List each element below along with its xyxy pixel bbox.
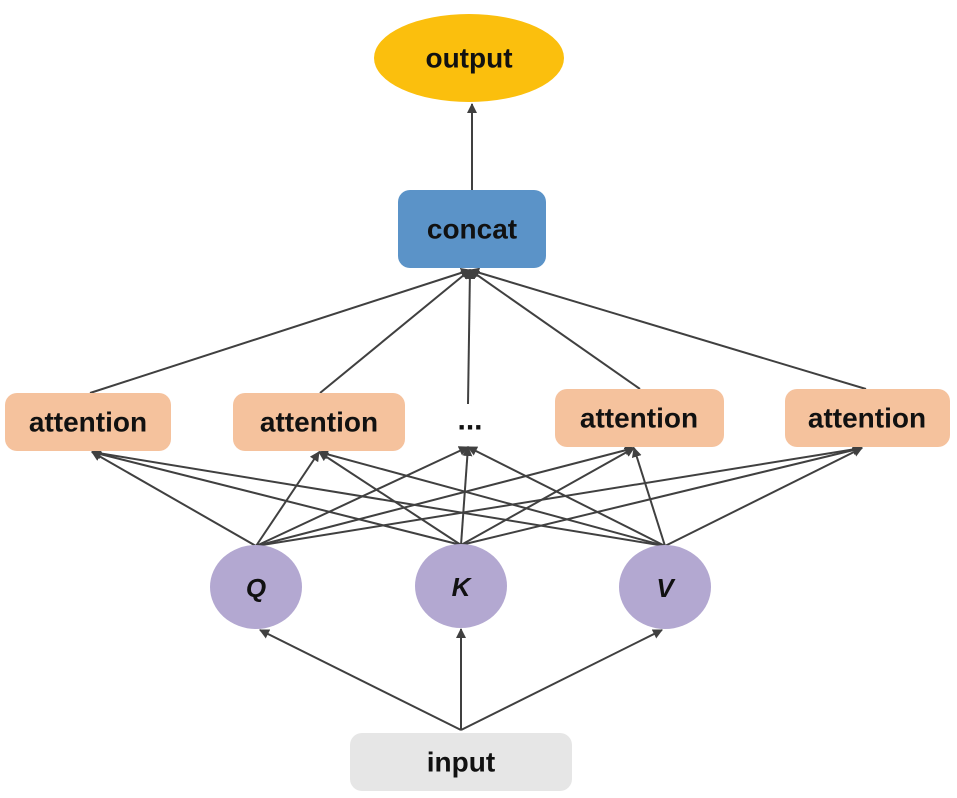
attention-head-label: attention: [260, 407, 378, 438]
input-label: input: [427, 747, 495, 778]
attention-head-2: attention: [233, 393, 405, 451]
edge-v-to-head-2: [318, 449, 666, 547]
concat-node: concat: [398, 190, 546, 268]
edge-k-to-head-1: [91, 449, 462, 546]
edges-group: [89, 103, 867, 731]
value-shape: [619, 545, 711, 629]
concat-shape: [398, 190, 546, 268]
output-node: output: [374, 14, 564, 102]
edge-k-to-head-4: [460, 447, 635, 546]
edge-k-to-head-3: [460, 446, 473, 546]
edge-head-3-to-concat: [464, 269, 475, 405]
edge-q-to-head-5: [255, 444, 863, 547]
edge-k-to-head-2: [318, 451, 462, 546]
attention-head-3: attention: [555, 389, 724, 447]
attention-head-label: attention: [29, 407, 147, 438]
attention-head-shape: [555, 389, 724, 447]
edge-v-to-head-3: [467, 446, 666, 547]
attention-head-1: attention: [5, 393, 171, 451]
edge-v-to-head-5: [664, 447, 863, 547]
attention-head-label: attention: [580, 403, 698, 434]
edge-q-to-head-2: [255, 451, 320, 547]
edge-head-5-to-concat: [469, 267, 867, 390]
edge-v-to-head-1: [91, 448, 666, 547]
attention-head-4: attention: [785, 389, 950, 447]
attention-head-shape: [233, 393, 405, 451]
edge-head-1-to-concat: [89, 268, 471, 394]
key-shape: [415, 544, 507, 628]
output-shape: [374, 14, 564, 102]
edge-input-to-q: [259, 629, 462, 731]
edge-q-to-head-4: [255, 445, 635, 547]
edge-input-to-v: [460, 629, 663, 731]
key-node: K: [415, 544, 507, 628]
edge-k-to-head-5: [460, 445, 863, 546]
attention-head-shape: [5, 393, 171, 451]
value-node: V: [619, 545, 711, 629]
concat-label: concat: [427, 214, 517, 245]
edge-head-2-to-concat: [319, 269, 471, 394]
input-node: input: [350, 733, 572, 791]
edge-q-to-head-1: [91, 451, 257, 547]
attention-head-shape: [785, 389, 950, 447]
value-label: V: [656, 573, 676, 603]
key-label: K: [452, 572, 473, 602]
edge-head-4-to-concat: [469, 269, 641, 390]
query-node: Q: [210, 545, 302, 629]
query-label: Q: [246, 573, 266, 603]
edge-v-to-head-4: [631, 447, 666, 547]
attention-ellipsis: ...: [457, 404, 482, 437]
attention-head-label: attention: [808, 403, 926, 434]
ellipsis-label: ...: [457, 404, 482, 437]
query-shape: [210, 545, 302, 629]
input-shape: [350, 733, 572, 791]
output-label: output: [425, 43, 512, 74]
